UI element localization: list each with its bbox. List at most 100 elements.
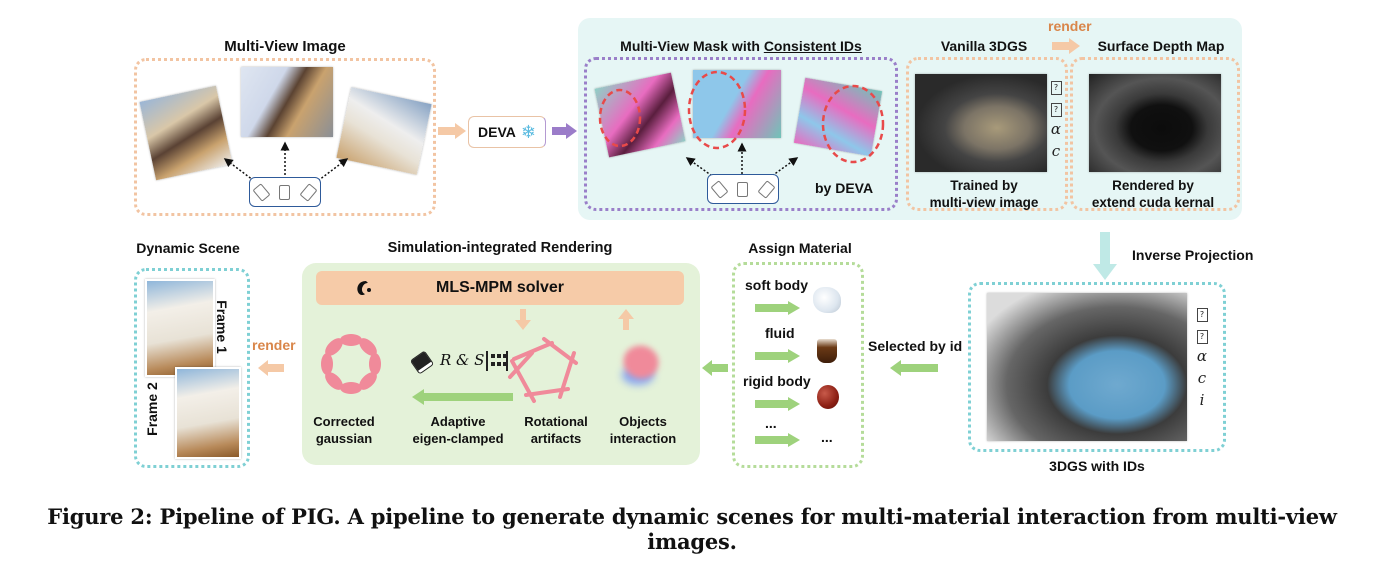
camera-icon xyxy=(737,181,749,197)
depth-map-panel: Rendered by extend cuda kernal xyxy=(1070,57,1240,211)
gaussian-ellipse xyxy=(340,334,362,346)
camera-icon xyxy=(757,179,776,199)
material-arrow xyxy=(755,397,800,411)
drink-glass-icon xyxy=(817,339,837,363)
render-label-bottom: render xyxy=(252,337,296,353)
camera-group xyxy=(249,177,321,207)
solver-label: MLS-MPM solver xyxy=(435,279,564,296)
gaussian-attributes-ids: ? ? α c i xyxy=(1195,301,1209,411)
objects-interaction-blob xyxy=(617,338,665,389)
figure-caption: Figure 2: Pipeline of PIG. A pipeline to… xyxy=(47,504,1337,554)
id-symbol: i xyxy=(1199,391,1205,409)
dynamic-scene-panel: Frame 1 Frame 2 xyxy=(134,268,250,468)
solver-bar: MLS-MPM solver xyxy=(316,271,684,305)
by-deva-note: by DEVA xyxy=(815,180,874,196)
inverse-projection-label: Inverse Projection xyxy=(1132,247,1254,263)
camera-icon xyxy=(252,182,271,202)
depth-map-title: Surface Depth Map xyxy=(1097,38,1225,54)
consistent-ids-text: Consistent IDs xyxy=(763,38,862,54)
gaussian-ellipse xyxy=(359,338,377,356)
selected-by-id-label: Selected by id xyxy=(868,338,963,354)
gaussian-ellipse xyxy=(325,338,343,356)
gaussian-ellipse xyxy=(325,372,343,390)
material-label-rigid-body: rigid body xyxy=(743,373,811,389)
dynamic-scene-title: Dynamic Scene xyxy=(136,240,240,256)
frame-1-label: Frame 1 xyxy=(213,300,230,354)
simulation-title: Simulation-integrated Rendering xyxy=(387,240,613,256)
mask-panel: by DEVA xyxy=(584,57,898,211)
mask-circle xyxy=(821,84,885,164)
missing-symbol-icon: ? xyxy=(1196,308,1208,322)
deva-label: DEVA xyxy=(478,124,516,140)
inverse-projection-arrow xyxy=(1093,232,1117,280)
multi-view-image-title: Multi-View Image xyxy=(224,38,346,55)
frame-2-image xyxy=(175,367,241,459)
deva-module: DEVA ❄ xyxy=(468,116,546,148)
mask-panel-title: Multi-View Mask with Consistent IDs xyxy=(620,38,862,54)
material-label-soft-body: soft body xyxy=(745,277,808,293)
gaussian-attributes: ? ? α c xyxy=(1049,74,1063,162)
vanilla-3dgs-caption: Trained by multi-view image xyxy=(929,178,1039,210)
gs-ids-panel: ? ? α c i xyxy=(968,282,1226,452)
solver-down-arrow xyxy=(515,309,531,330)
frame-1-image xyxy=(145,279,215,377)
vanilla-3dgs-title: Vanilla 3DGS xyxy=(940,38,1028,54)
eigen-clamp-arrow xyxy=(412,389,513,405)
corrected-gaussian-ring xyxy=(321,334,381,394)
solver-logo-icon xyxy=(356,280,371,296)
arrow-to-deva xyxy=(438,123,466,139)
frame-2-label: Frame 2 xyxy=(143,382,160,436)
color-symbol: c xyxy=(1197,369,1207,387)
depth-map-caption: Rendered by extend cuda kernal xyxy=(1091,178,1215,210)
material-object-more: ... xyxy=(821,429,833,445)
mask-overlays xyxy=(598,70,885,179)
missing-symbol-icon: ? xyxy=(1196,330,1208,344)
camera-rays xyxy=(223,141,349,184)
matrix-icon xyxy=(486,351,508,371)
missing-symbol-icon: ? xyxy=(1050,81,1062,95)
gs-ids-render xyxy=(987,293,1187,441)
view-photo-center xyxy=(241,67,333,137)
gaussian-ellipse xyxy=(359,372,377,390)
camera-icon xyxy=(710,179,729,199)
gaussian-ellipse xyxy=(321,353,333,375)
assign-material-panel: soft body fluid rigid body ... ... xyxy=(732,262,864,468)
snowflake-icon: ❄ xyxy=(520,122,536,142)
solver-up-arrow xyxy=(618,309,634,330)
alpha-symbol: α xyxy=(1050,120,1062,138)
material-arrow xyxy=(755,301,800,315)
color-symbol: c xyxy=(1051,142,1061,160)
vanilla-3dgs-panel: ? ? α c Trained by multi-view image xyxy=(906,57,1068,211)
assign-material-title: Assign Material xyxy=(748,240,852,256)
sheep-plush-icon xyxy=(813,287,841,313)
camera-icon xyxy=(299,182,318,202)
eraser-icon xyxy=(409,350,435,375)
surface-depth-render xyxy=(1089,74,1221,172)
gs-ids-title: 3DGS with IDs xyxy=(1049,458,1145,474)
gaussian-ellipse xyxy=(340,382,362,394)
rs-operator: R & S xyxy=(440,351,485,369)
arrow-to-masks xyxy=(552,123,577,139)
mask-circle xyxy=(598,88,642,148)
apple-icon xyxy=(817,385,839,409)
gaussian-ellipse xyxy=(369,353,381,375)
mask-circle xyxy=(687,70,747,150)
selected-arrow xyxy=(890,360,938,376)
render-arrow-bottom xyxy=(258,360,284,376)
alpha-symbol: α xyxy=(1196,347,1208,365)
mask-view-center xyxy=(693,70,781,138)
render-label-top: render xyxy=(1048,18,1092,34)
render-arrow-top xyxy=(1052,38,1080,54)
camera-group xyxy=(707,174,779,204)
vanilla-3dgs-render xyxy=(915,74,1047,172)
missing-symbol-icon: ? xyxy=(1050,103,1062,117)
material-label-more: ... xyxy=(765,415,777,431)
rotational-artifacts-shape xyxy=(508,337,578,403)
material-arrow xyxy=(755,433,800,447)
material-label-fluid: fluid xyxy=(765,325,795,341)
